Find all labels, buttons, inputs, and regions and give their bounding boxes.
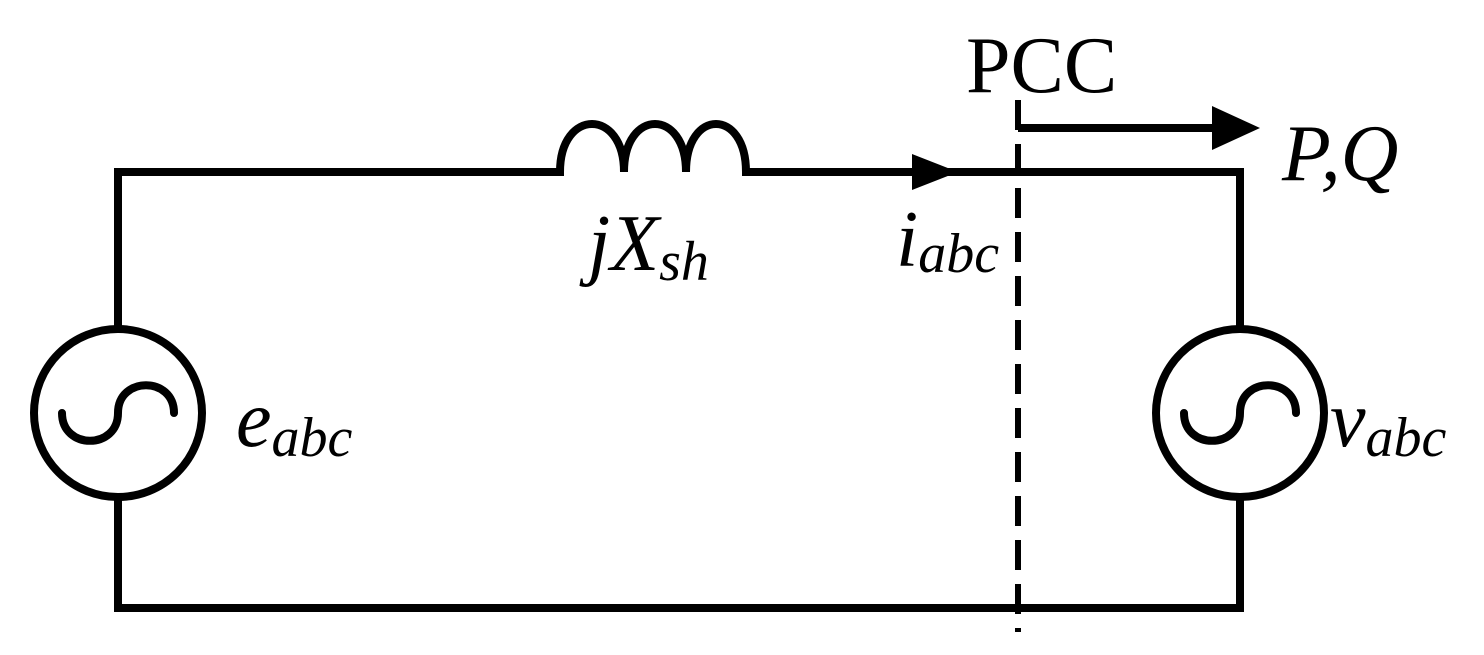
right-ac-source — [1152, 325, 1328, 501]
right-source-sine-icon — [1180, 381, 1300, 445]
reactance-sub: sh — [659, 231, 709, 293]
current-base: i — [896, 196, 918, 284]
power-flow-arrowhead — [1212, 106, 1260, 150]
reactance-label: jXsh — [579, 200, 709, 293]
pcc-label: PCC — [966, 22, 1117, 110]
right-source-base: v — [1330, 376, 1366, 464]
left-source-sine-icon — [58, 381, 178, 445]
power-label: P,Q — [1281, 110, 1398, 198]
left-source-sub: abc — [272, 407, 353, 469]
right-source-sub: abc — [1366, 407, 1447, 469]
current-sub: abc — [918, 223, 999, 285]
left-source-label: eabc — [236, 376, 353, 469]
power-q: Q — [1341, 110, 1399, 198]
inductor-coil — [555, 120, 751, 177]
current-label: iabc — [896, 196, 999, 285]
reactance-base: jX — [579, 200, 662, 288]
left-source-base: e — [236, 376, 272, 464]
power-comma: , — [1321, 110, 1341, 198]
left-ac-source — [30, 325, 206, 501]
current-arrow — [912, 154, 958, 190]
right-source-label: vabc — [1330, 376, 1447, 469]
